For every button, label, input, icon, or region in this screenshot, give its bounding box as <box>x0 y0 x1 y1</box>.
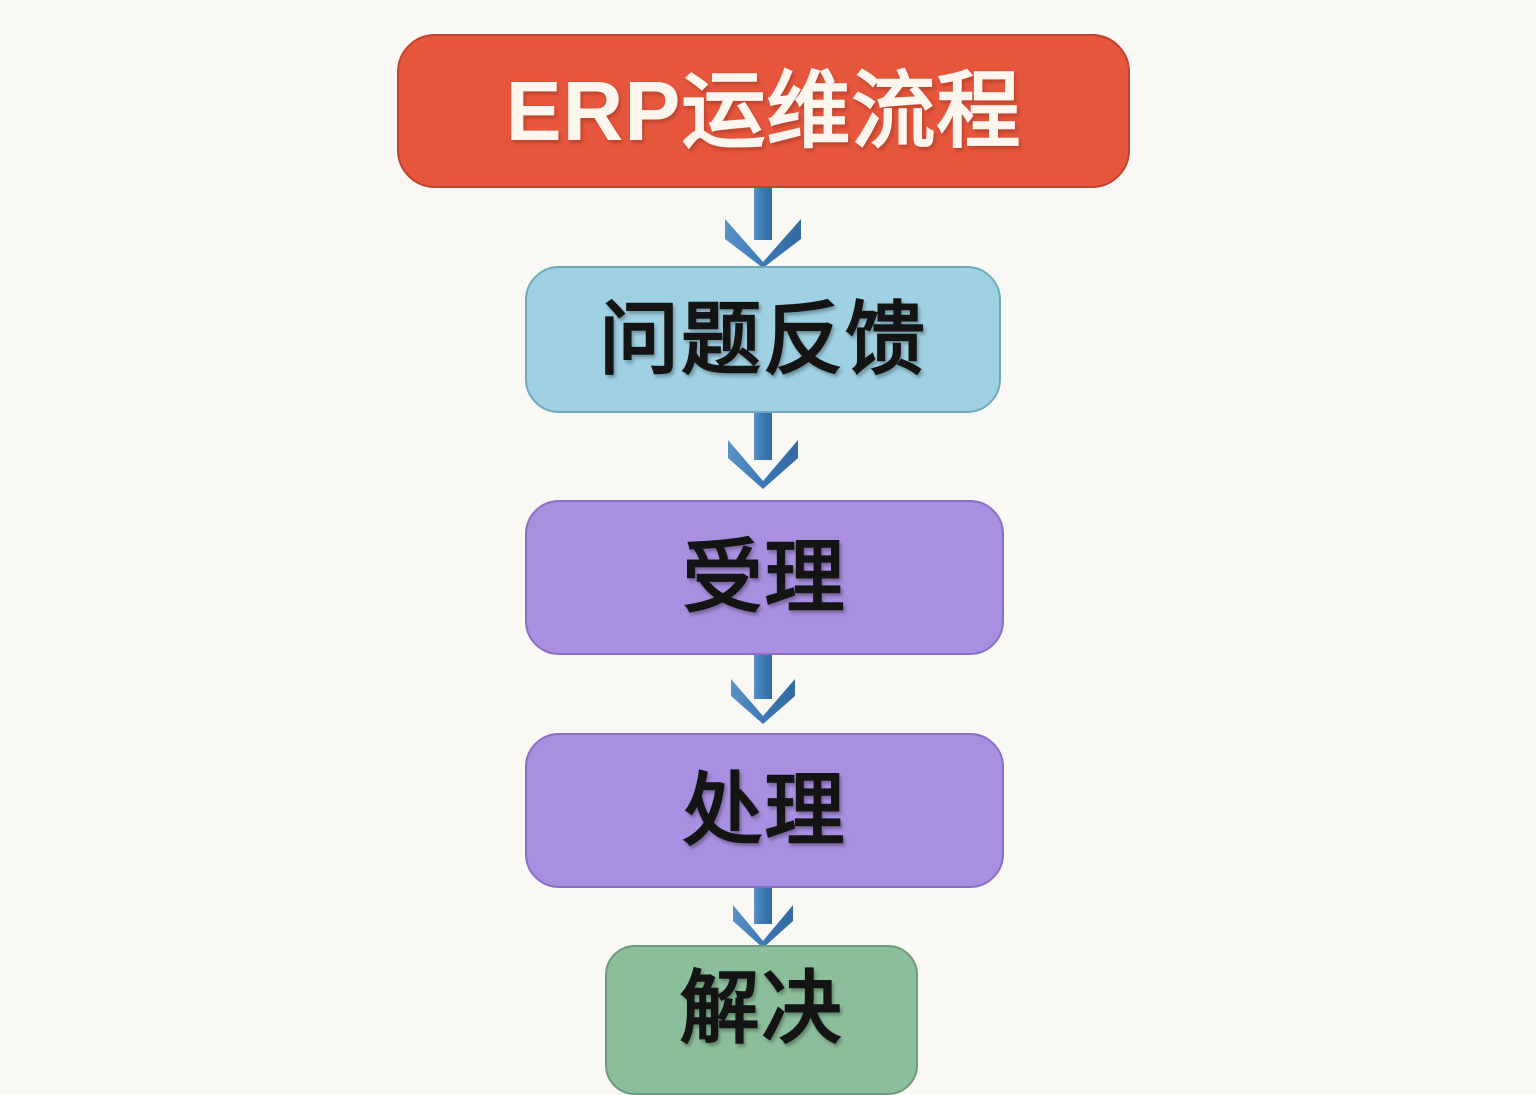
flowchart-connectors <box>725 188 801 948</box>
flowchart-node-process[interactable]: 处理 <box>525 733 1004 888</box>
arrow-down-icon-accept-to-process <box>731 655 795 724</box>
flowchart-node-resolve[interactable]: 解决 <box>605 945 918 1095</box>
arrow-down-icon-feedback-to-accept <box>728 412 798 489</box>
flowchart-canvas: ERP运维流程 问题反馈 受理 处理 解决 <box>397 34 1130 1095</box>
flowchart-node-title[interactable]: ERP运维流程 <box>397 34 1130 188</box>
flowchart-node-feedback[interactable]: 问题反馈 <box>525 266 1001 413</box>
arrow-down-icon-process-to-resolve <box>733 888 793 948</box>
flowchart-node-accept[interactable]: 受理 <box>525 500 1004 655</box>
arrow-down-icon-title-to-feedback <box>725 188 801 268</box>
